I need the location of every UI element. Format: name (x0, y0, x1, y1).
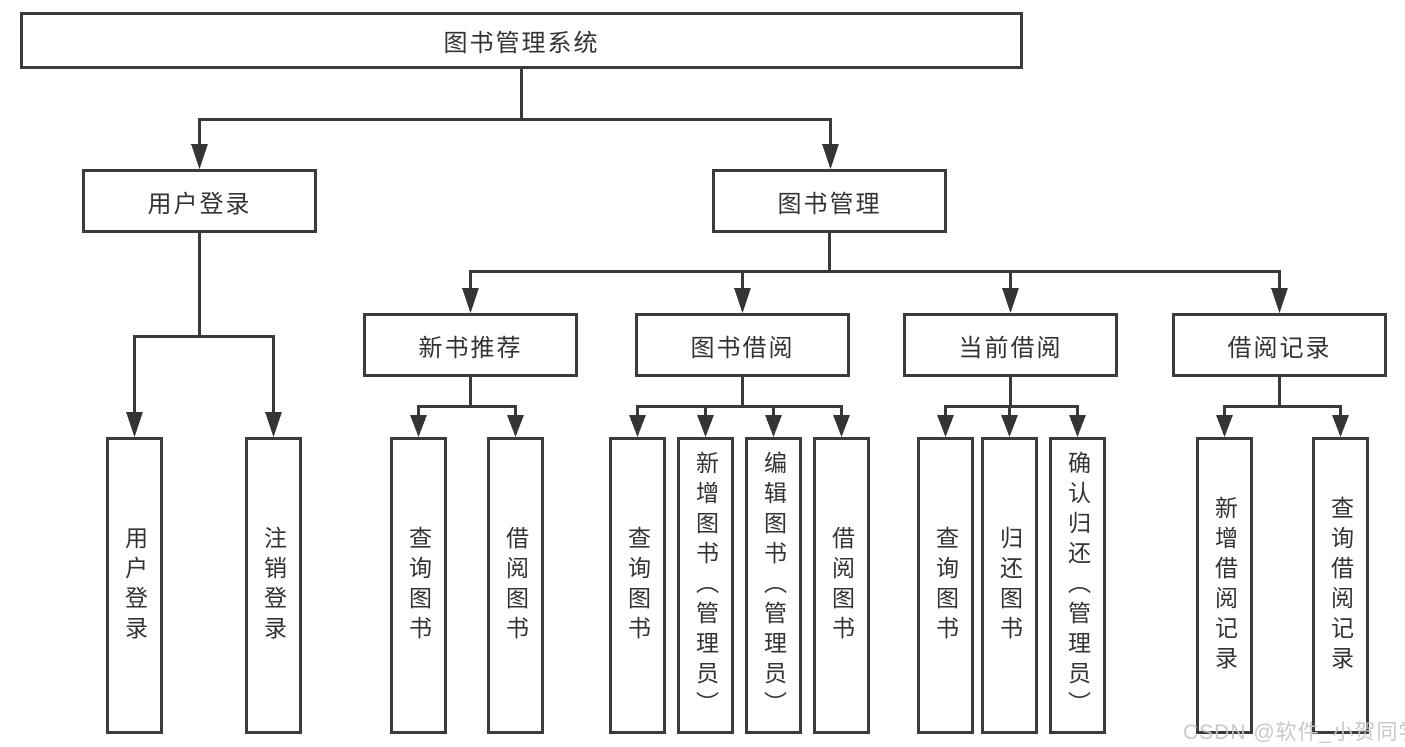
watermark-csdn: CSDN @软件_小贺同学 (1183, 721, 1405, 744)
leaf-edit-books-admin: 编辑图书（管理员） (745, 437, 802, 734)
leaf-logout: 注销登录 (245, 437, 302, 734)
leaf-borrow-books-recommend: 借阅图书 (487, 437, 544, 734)
leaf-return-books: 归还图书 (981, 437, 1038, 734)
leaf-query-books-current: 查询图书 (917, 437, 974, 734)
node-user-login: 用户登录 (82, 169, 317, 233)
node-library-management-system: 图书管理系统 (20, 12, 1023, 69)
leaf-confirm-return-admin: 确认归还（管理员） (1049, 437, 1106, 734)
leaf-add-borrow-record: 新增借阅记录 (1196, 437, 1253, 734)
node-borrowing-records: 借阅记录 (1172, 313, 1387, 377)
leaf-query-borrow-record: 查询借阅记录 (1312, 437, 1369, 734)
node-book-management: 图书管理 (712, 169, 947, 233)
leaf-query-books-recommend: 查询图书 (390, 437, 447, 734)
leaf-borrow-books: 借阅图书 (813, 437, 870, 734)
leaf-add-books-admin: 新增图书（管理员） (677, 437, 734, 734)
node-current-borrowing: 当前借阅 (903, 313, 1118, 377)
node-new-book-recommendation: 新书推荐 (363, 313, 578, 377)
node-book-borrowing: 图书借阅 (635, 313, 850, 377)
leaf-user-login: 用户登录 (106, 437, 163, 734)
leaf-query-books-borrow: 查询图书 (609, 437, 666, 734)
